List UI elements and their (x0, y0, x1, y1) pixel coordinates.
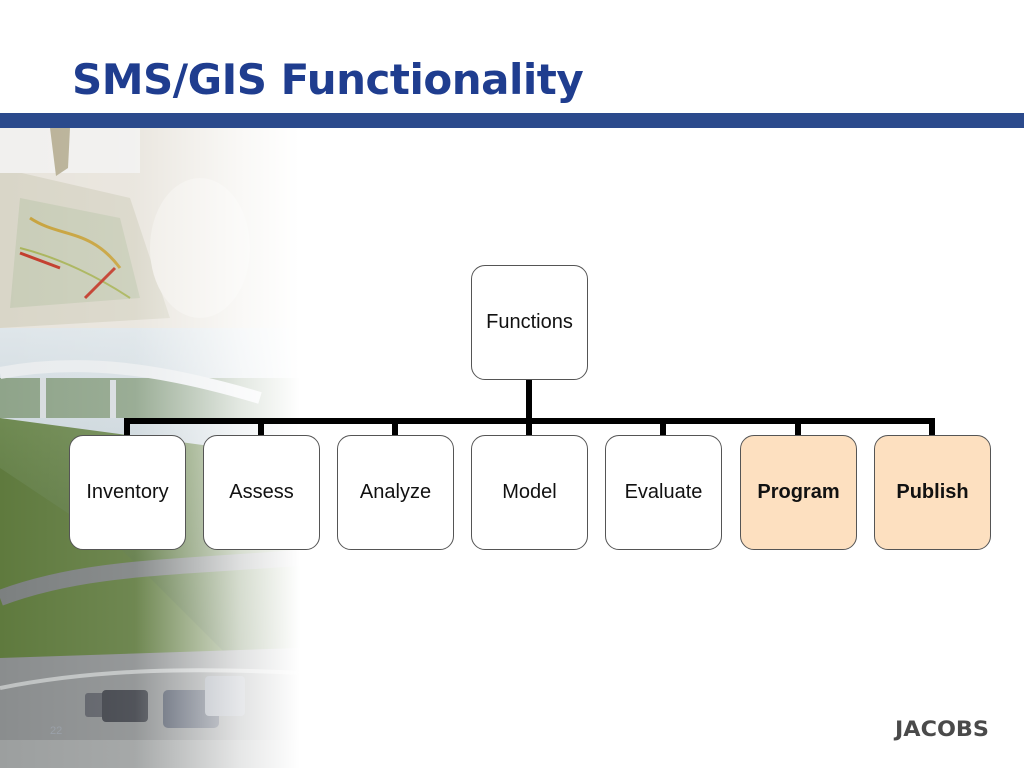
node-publish: Publish (874, 435, 991, 550)
node-analyze: Analyze (337, 435, 454, 550)
node-program-label: Program (757, 481, 840, 503)
node-program: Program (740, 435, 857, 550)
node-evaluate-label: Evaluate (624, 481, 703, 503)
jacobs-logo: JACOBS (893, 717, 989, 741)
node-assess-label: Assess (229, 481, 294, 503)
node-inventory-label: Inventory (86, 481, 169, 503)
node-assess: Assess (203, 435, 320, 550)
jacobs-logo-text: JACOBS (893, 717, 989, 741)
node-functions: Functions (471, 265, 588, 380)
slide-title: SMS/GIS Functionality (72, 55, 584, 104)
node-functions-label: Functions (486, 311, 573, 333)
node-model: Model (471, 435, 588, 550)
node-model-label: Model (502, 481, 557, 503)
node-evaluate: Evaluate (605, 435, 722, 550)
node-publish-label: Publish (896, 481, 969, 503)
node-inventory: Inventory (69, 435, 186, 550)
title-underline-bar (0, 113, 1024, 128)
node-analyze-label: Analyze (359, 481, 432, 503)
page-number: 22 (50, 725, 63, 737)
